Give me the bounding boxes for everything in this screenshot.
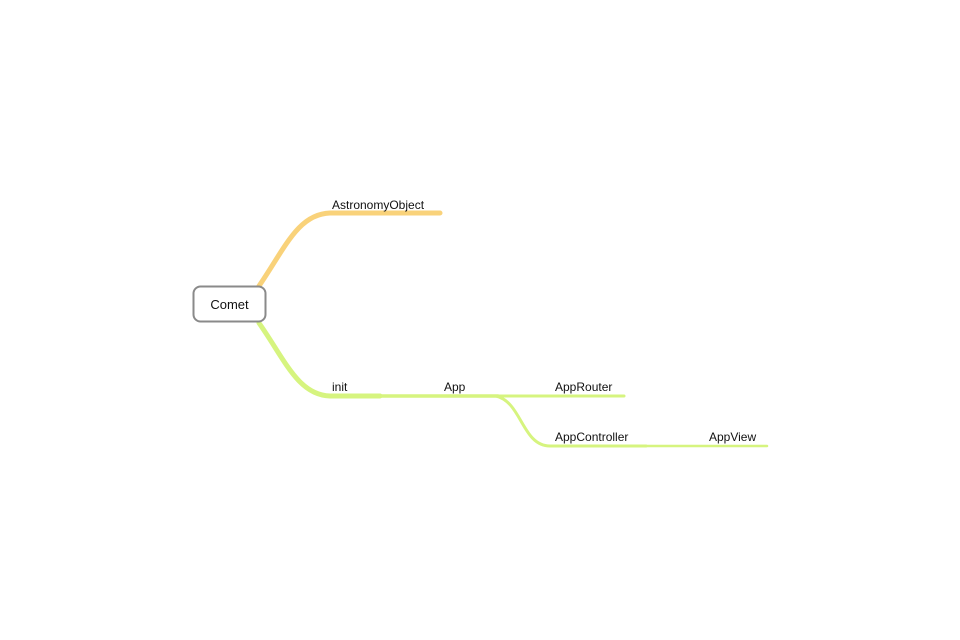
node-app-label[interactable]: App — [444, 380, 466, 394]
branch-root-to-init — [256, 320, 383, 399]
node-astronomyobject-label[interactable]: AstronomyObject — [332, 198, 425, 212]
node-appview-label[interactable]: AppView — [709, 430, 756, 444]
root-node-box[interactable] — [192, 285, 267, 323]
node-appcontroller-label[interactable]: AppController — [555, 430, 628, 444]
root-node-label: Comet — [210, 297, 249, 312]
branch-root-to-astronomyobject — [256, 210, 443, 289]
root-node[interactable]: Comet — [192, 285, 267, 323]
node-init-label[interactable]: init — [332, 380, 348, 394]
branch-app-to-appcontroller — [494, 394, 648, 448]
node-approuter-label[interactable]: AppRouter — [555, 380, 612, 394]
